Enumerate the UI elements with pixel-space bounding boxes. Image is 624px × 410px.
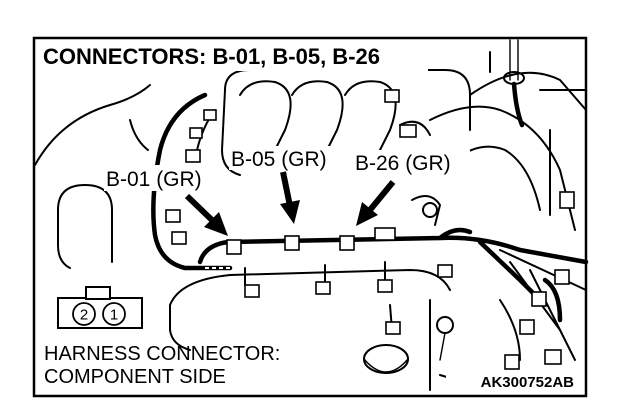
callout-b01-backdrop <box>104 165 222 191</box>
diagram-title: CONNECTORS: B-01, B-05, B-26 <box>43 44 380 69</box>
callout-b05: B-05 (GR) <box>231 148 327 171</box>
arrow-icon <box>280 171 300 224</box>
callout-b26: B-26 (GR) <box>355 152 451 175</box>
footer-line-2: COMPONENT SIDE <box>44 366 226 388</box>
callout-b05-backdrop <box>229 146 347 170</box>
pin-1-label: 1 <box>110 307 118 324</box>
callout-b01: B-01 (GR) <box>106 168 202 191</box>
arrow-icon <box>184 193 228 236</box>
callout-b26-backdrop <box>352 150 470 176</box>
connector-2pin-icon: 2 1 <box>57 286 143 329</box>
title-backdrop <box>40 43 428 71</box>
diagram-border <box>32 36 588 398</box>
drawing-code: AK300752AB <box>481 374 575 391</box>
engine-illustration <box>34 39 587 391</box>
pin-2-label: 2 <box>80 307 88 324</box>
arrow-icon <box>356 180 396 226</box>
connector-icons <box>165 89 570 370</box>
callout-arrows <box>184 171 396 236</box>
drawing-code-backdrop <box>446 371 578 391</box>
footer-line-1: HARNESS CONNECTOR: <box>44 343 280 365</box>
